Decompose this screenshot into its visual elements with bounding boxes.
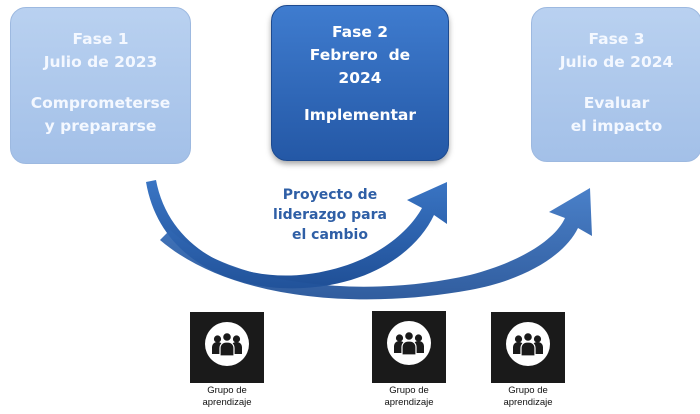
phase-2-card: Fase 2 Febrero de 2024 Implementar: [271, 5, 449, 161]
learning-group-label-1-line-1: Grupo de: [207, 385, 247, 396]
learning-group-label-1: Grupo de aprendizaje: [190, 383, 264, 409]
phase-3-card: Fase 3 Julio de 2024 Evaluar el impacto: [531, 7, 700, 162]
learning-group-label-3: Grupo de aprendizaje: [491, 383, 565, 409]
learning-group-label-3-line-1: Grupo de: [508, 385, 548, 396]
phase-3-title: Fase 3: [588, 30, 645, 48]
learning-group-label-3-line-2: aprendizaje: [503, 396, 553, 408]
phase-1-action-line-2: y prepararse: [44, 117, 157, 135]
phase-2-date-line-1: Febrero de: [309, 46, 411, 64]
phase-1-action-line-1: Comprometerse: [30, 94, 171, 112]
group-people-icon: [387, 321, 431, 365]
learning-group-tile-1: Grupo de aprendizaje: [190, 312, 264, 409]
learning-group-tile-2: Grupo de aprendizaje: [372, 311, 446, 409]
arrow-phase1-to-phase3: [160, 188, 592, 300]
phase-1-title: Fase 1: [72, 30, 129, 48]
learning-group-label-2: Grupo de aprendizaje: [372, 383, 446, 409]
phase-3-action-line-2: el impacto: [570, 117, 663, 135]
phase-3-action-line-1: Evaluar: [583, 94, 650, 112]
group-people-icon: [205, 322, 249, 366]
learning-group-label-2-line-2: aprendizaje: [384, 396, 434, 408]
phase-1-card: Fase 1 Julio de 2023 Comprometerse y pre…: [10, 7, 191, 164]
phase-1-date: Julio de 2023: [43, 53, 158, 71]
phase-2-date-line-2: 2024: [338, 69, 382, 87]
learning-group-label-2-line-1: Grupo de: [389, 385, 429, 396]
group-people-icon: [506, 322, 550, 366]
learning-group-tile-3: Grupo de aprendizaje: [491, 312, 565, 409]
arrow-phase1-to-phase2: [146, 180, 447, 289]
learning-group-label-1-line-2: aprendizaje: [202, 396, 252, 408]
arrow-label-line-1: Proyecto de: [282, 187, 378, 203]
phase-2-title: Fase 2: [331, 23, 389, 41]
arrow-label-line-3: el cambio: [292, 227, 368, 243]
arrow-label: Proyecto de liderazgo para el cambio: [270, 185, 390, 245]
phase-2-action-line-1: Implementar: [303, 106, 417, 124]
arrow-label-line-2: liderazgo para: [273, 207, 387, 223]
phase-3-date: Julio de 2024: [559, 53, 674, 71]
